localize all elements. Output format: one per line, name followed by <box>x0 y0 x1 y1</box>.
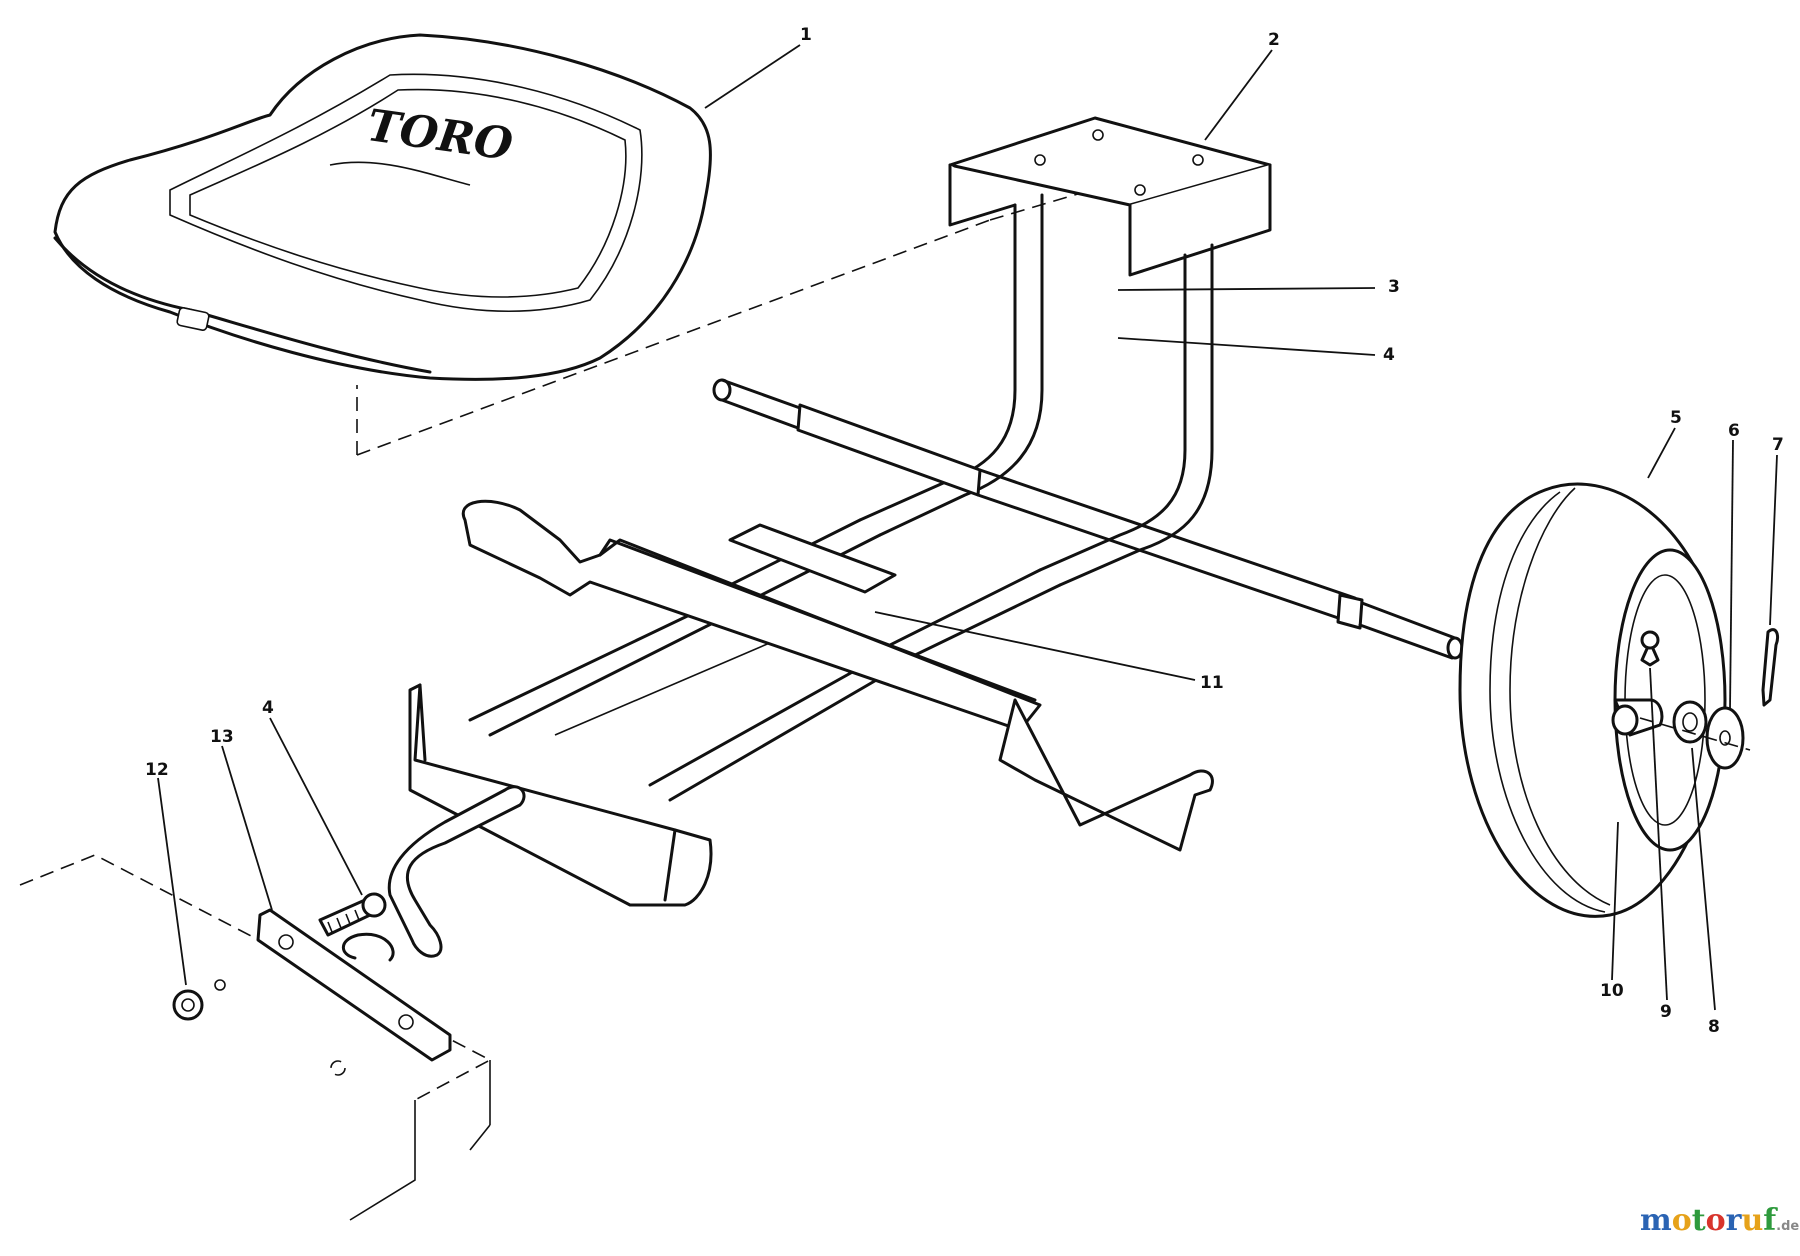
seat-bracket <box>948 116 1272 277</box>
callout-10: 10 <box>1600 981 1624 1001</box>
front-crossbar <box>408 683 713 907</box>
hitch-plate <box>256 908 452 1062</box>
watermark-letter-o2: o <box>1706 1203 1726 1238</box>
watermark-suffix: .de <box>1776 1219 1799 1234</box>
leader-lines <box>157 44 1778 1011</box>
axle <box>712 378 1464 660</box>
callout-8: 8 <box>1708 1017 1720 1037</box>
svg-text:motoruf.de: motoruf.de <box>1640 1203 1799 1238</box>
callout-4-hitch: 4 <box>262 698 274 718</box>
callout-4-bracket: 4 <box>1383 345 1395 365</box>
callout-2: 2 <box>1268 30 1280 50</box>
watermark-letter-u: u <box>1741 1203 1763 1238</box>
callout-3: 3 <box>1388 277 1400 297</box>
motoruf-watermark: motoruf.de <box>1640 1203 1799 1238</box>
tractor-body-outline <box>19 854 492 1221</box>
watermark-letter-r: r <box>1726 1203 1743 1238</box>
flat-washer <box>1705 706 1745 770</box>
callout-numbers: 1 2 3 4 5 6 7 8 9 10 11 12 13 4 <box>145 25 1784 1037</box>
callout-11: 11 <box>1200 673 1224 693</box>
bearing-spacer <box>1672 700 1708 744</box>
cotter-pin <box>1761 628 1780 707</box>
callout-9: 9 <box>1660 1002 1672 1022</box>
lock-nut <box>172 979 226 1021</box>
hitch-bolt <box>318 892 387 937</box>
watermark-letter-m: m <box>1640 1203 1672 1238</box>
callout-1: 1 <box>800 25 812 45</box>
footrest-bar <box>461 499 1214 852</box>
callout-5: 5 <box>1670 408 1682 428</box>
callout-13: 13 <box>210 727 234 747</box>
hitch-pin <box>387 785 526 958</box>
grease-fitting <box>1640 630 1660 667</box>
callout-12: 12 <box>145 760 169 780</box>
wheel <box>1458 482 1727 918</box>
watermark-letter-t: t <box>1692 1203 1706 1238</box>
watermark-letter-o1: o <box>1672 1203 1692 1238</box>
callout-6: 6 <box>1728 421 1740 441</box>
callout-7: 7 <box>1772 435 1784 455</box>
watermark-letter-f: f <box>1763 1203 1778 1238</box>
wheel-alignment-line <box>1639 717 1751 751</box>
seat: TORO <box>53 33 712 381</box>
